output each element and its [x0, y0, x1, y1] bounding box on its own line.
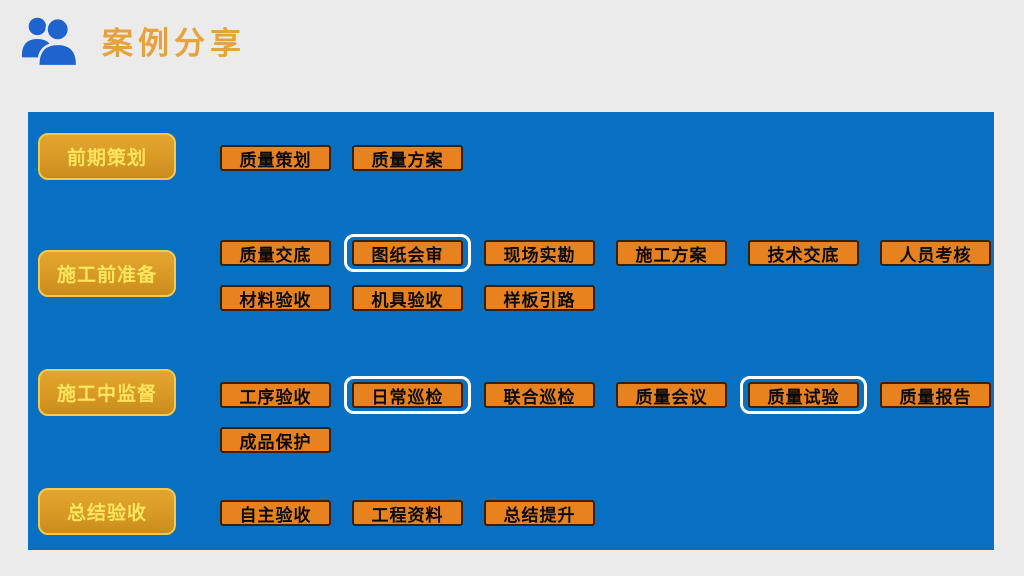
stage-label: 施工前准备	[38, 250, 176, 297]
task-box: 工程资料	[352, 500, 463, 526]
page-title: 案例分享	[102, 25, 246, 61]
task-row: 材料验收机具验收样板引路	[220, 285, 595, 311]
task-box: 机具验收	[352, 285, 463, 311]
task-box: 工序验收	[220, 382, 331, 408]
task-row: 自主验收工程资料总结提升	[220, 500, 595, 526]
task-box: 质量会议	[616, 382, 727, 408]
task-box: 质量方案	[352, 145, 463, 171]
task-box: 质量交底	[220, 240, 331, 266]
task-row: 成品保护	[220, 427, 331, 453]
task-box: 质量策划	[220, 145, 331, 171]
task-box: 自主验收	[220, 500, 331, 526]
process-panel: 前期策划 质量策划质量方案施工前准备 质量交底图纸会审现场实勘施工方案技术交底人员考…	[28, 112, 994, 550]
stage-label: 总结验收	[38, 488, 176, 535]
slide-header: 案例分享	[18, 8, 246, 72]
task-box-highlighted: 图纸会审	[344, 234, 471, 272]
task-box: 人员考核	[880, 240, 991, 266]
task-box: 样板引路	[484, 285, 595, 311]
task-row: 质量交底图纸会审现场实勘施工方案技术交底人员考核	[220, 234, 991, 272]
task-box: 材料验收	[220, 285, 331, 311]
stage-label: 施工中监督	[38, 369, 176, 416]
task-row: 工序验收日常巡检联合巡检质量会议质量试验质量报告	[220, 376, 991, 414]
task-box: 联合巡检	[484, 382, 595, 408]
task-box: 现场实勘	[484, 240, 595, 266]
task-box: 总结提升	[484, 500, 595, 526]
task-box: 成品保护	[220, 427, 331, 453]
task-box: 技术交底	[748, 240, 859, 266]
task-box: 质量报告	[880, 382, 991, 408]
task-box-highlighted: 质量试验	[740, 376, 867, 414]
people-icon	[21, 17, 79, 68]
stage-label: 前期策划	[38, 133, 176, 180]
task-row: 质量策划质量方案	[220, 145, 463, 171]
task-box: 施工方案	[616, 240, 727, 266]
task-box-highlighted: 日常巡检	[344, 376, 471, 414]
